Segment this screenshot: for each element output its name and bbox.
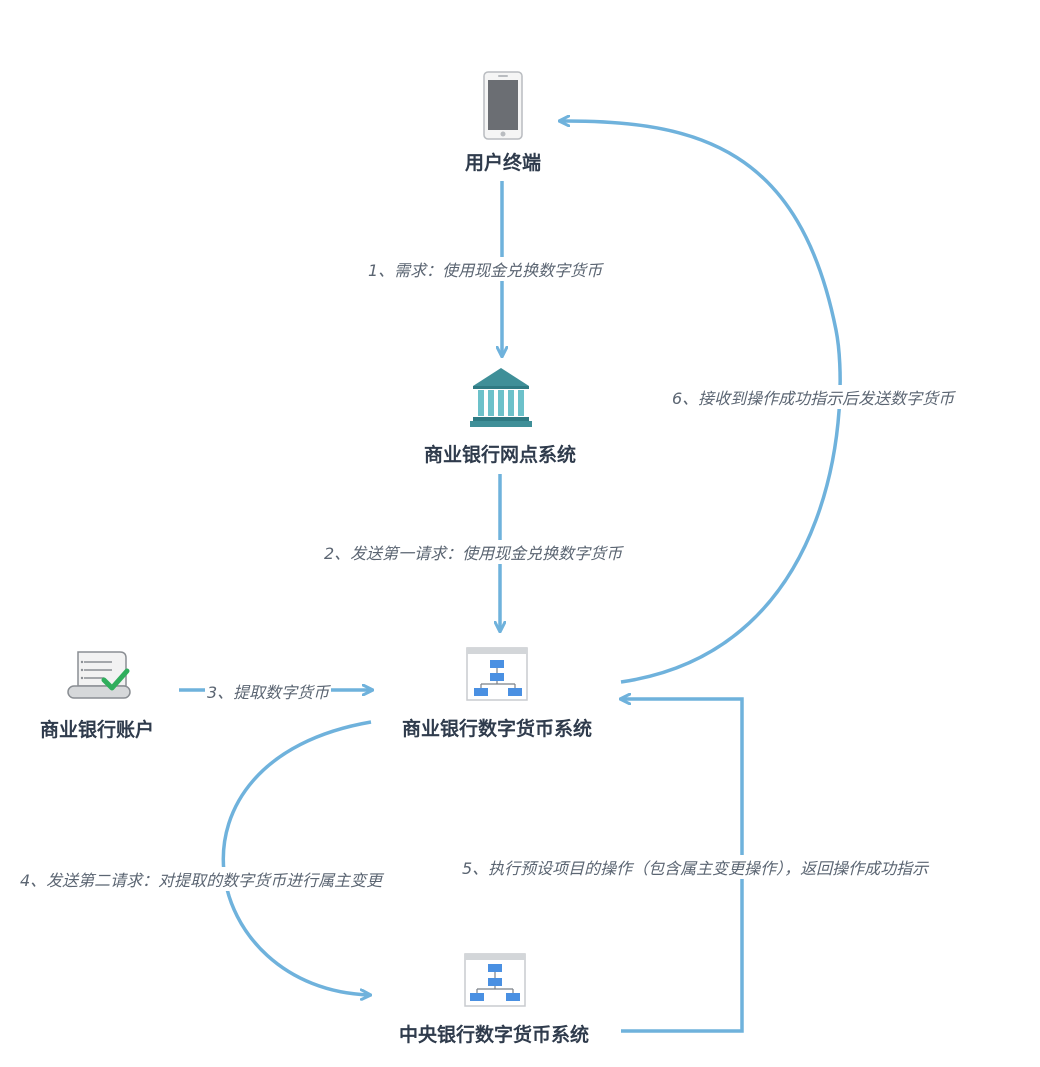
- edge-6-arrow: [560, 121, 842, 684]
- bank-icon: [470, 368, 532, 427]
- flowchart-window-icon: [466, 647, 528, 701]
- node-label-bank-dc-system: 商业银行数字货币系统: [401, 718, 593, 740]
- edge-label-3: 3、提取数字货币: [205, 679, 332, 703]
- edge-label-6: 6、接收到操作成功指示后发送数字货币: [670, 385, 957, 409]
- flowchart-window-icon: [464, 953, 526, 1007]
- edge-4-arrow: [221, 720, 371, 995]
- phone-icon: [483, 71, 523, 140]
- edge-label-5: 5、执行预设项目的操作（包含属主变更操作），返回操作成功指示: [460, 855, 931, 879]
- node-label-bank-account: 商业银行账户: [39, 719, 155, 741]
- node-label-user-terminal: 用户终端: [464, 152, 542, 174]
- edge-label-2: 2、发送第一请求：使用现金兑换数字货币: [322, 540, 625, 564]
- account-scroll-icon: [67, 651, 131, 699]
- node-label-central-dc-system: 中央银行数字货币系统: [398, 1024, 590, 1046]
- edge-label-1: 1、需求：使用现金兑换数字货币: [366, 257, 605, 281]
- node-label-branch-system: 商业银行网点系统: [423, 444, 577, 466]
- edge-label-4: 4、发送第二请求：对提取的数字货币进行属主变更: [18, 867, 385, 891]
